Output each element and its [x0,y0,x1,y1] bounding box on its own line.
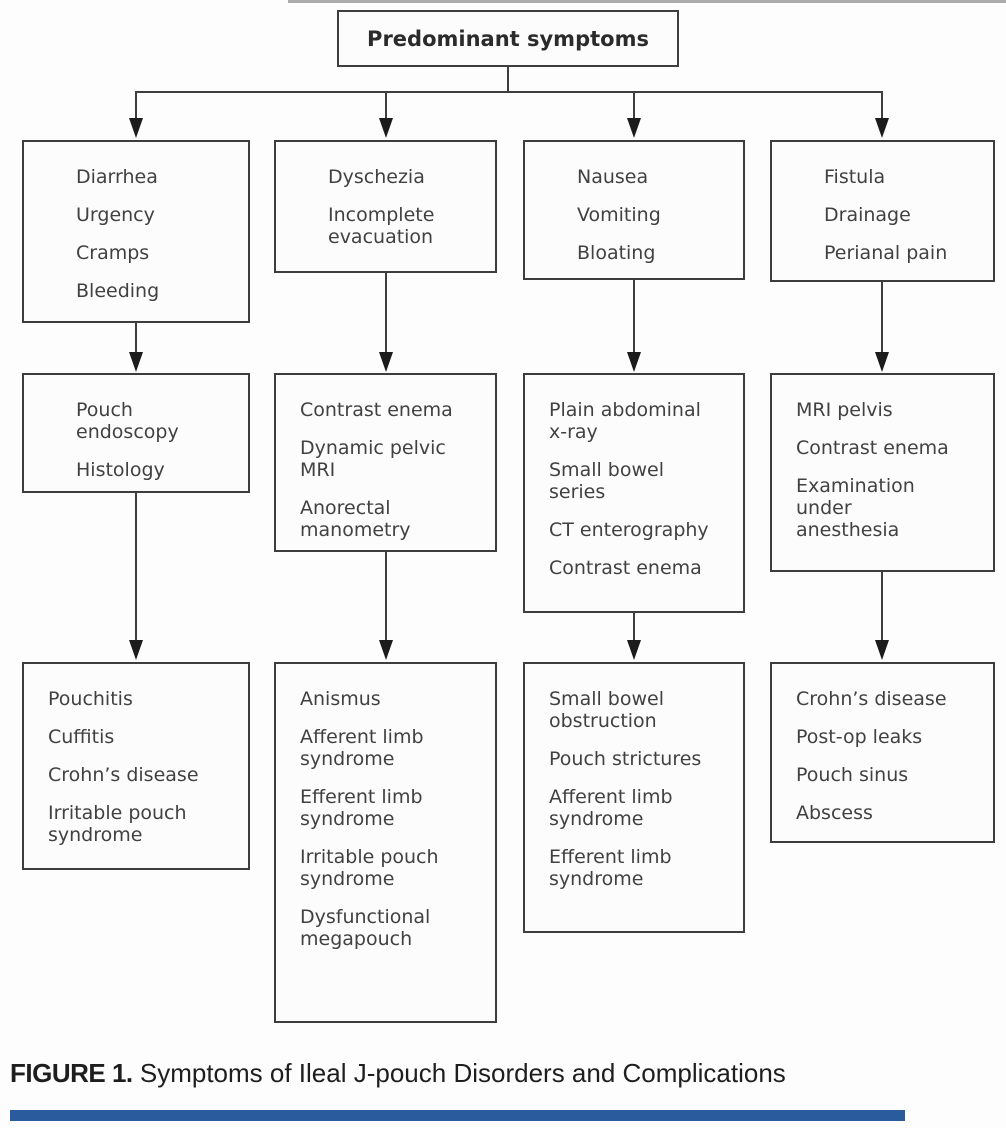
box-item: Bleeding [76,280,160,302]
predominant-symptoms-box: Predominant symptoms [337,10,679,67]
box-item: Perianal pain [824,242,948,264]
box-item: Plain abdominal x-ray [549,399,701,443]
box-item: Dysfunctional megapouch [300,906,431,950]
box-item: Histology [76,459,165,481]
box-item: Crohn’s disease [796,688,947,710]
box-item: Urgency [76,204,155,226]
box-item: Afferent limb syndrome [549,786,673,830]
box-item: Small bowel obstruction [549,688,665,732]
box-item: Dynamic pelvic MRI [300,437,446,481]
box-item: Efferent limb syndrome [300,786,423,830]
box-item: Nausea [577,166,649,188]
box-item: Contrast enema [796,437,949,459]
box-item: Irritable pouch syndrome [300,846,439,890]
box-item: Small bowel series [549,459,665,503]
box-item: Post-op leaks [796,726,923,748]
scan-artifact-line [288,0,1006,3]
box-item: Pouch endoscopy [76,399,179,443]
box-item: Contrast enema [549,557,702,579]
box-item: Anorectal manometry [300,497,411,541]
box-item: Vomiting [577,204,661,226]
box-item: Bloating [577,242,656,264]
figure-caption-text: Symptoms of Ileal J-pouch Disorders and … [132,1058,786,1088]
box-item: Crohn’s disease [48,764,199,786]
arrow-down-icon [875,640,889,660]
arrow-down-icon [379,640,393,660]
arrow-down-icon [627,118,641,138]
arrow-down-icon [129,118,143,138]
box-item: Efferent limb syndrome [549,846,672,890]
box-item: Pouchitis [48,688,133,710]
box-item: Examination under anesthesia [796,475,915,541]
arrow-down-icon [379,118,393,138]
figure-caption: FIGURE 1. Symptoms of Ileal J-pouch Diso… [10,1058,990,1089]
box-item: CT enterography [549,519,709,541]
arrow-down-icon [379,352,393,372]
figure-caption-label: FIGURE 1. [10,1058,133,1088]
bottom-divider-bar [10,1110,905,1121]
box-item: Pouch strictures [549,748,702,770]
box-item: Fistula [824,166,886,188]
arrow-down-icon [875,352,889,372]
arrow-down-icon [875,118,889,138]
box-item: Afferent limb syndrome [300,726,424,770]
box-item: Irritable pouch syndrome [48,802,187,846]
box-item: Incomplete evacuation [328,204,435,248]
box-item: Diarrhea [76,166,158,188]
box-item: Anismus [300,688,381,710]
arrow-down-icon [627,352,641,372]
arrow-down-icon [129,640,143,660]
box-item: MRI pelvis [796,399,893,421]
box-item: Drainage [824,204,911,226]
box-item: Dyschezia [328,166,425,188]
box-item: Contrast enema [300,399,453,421]
box-item: Cuffitis [48,726,115,748]
root-branch-connector [129,67,889,138]
arrow-down-icon [627,640,641,660]
arrow-down-icon [129,352,143,372]
box-item: Cramps [76,242,150,264]
box-item: Pouch sinus [796,764,909,786]
box-item: Abscess [796,802,873,824]
